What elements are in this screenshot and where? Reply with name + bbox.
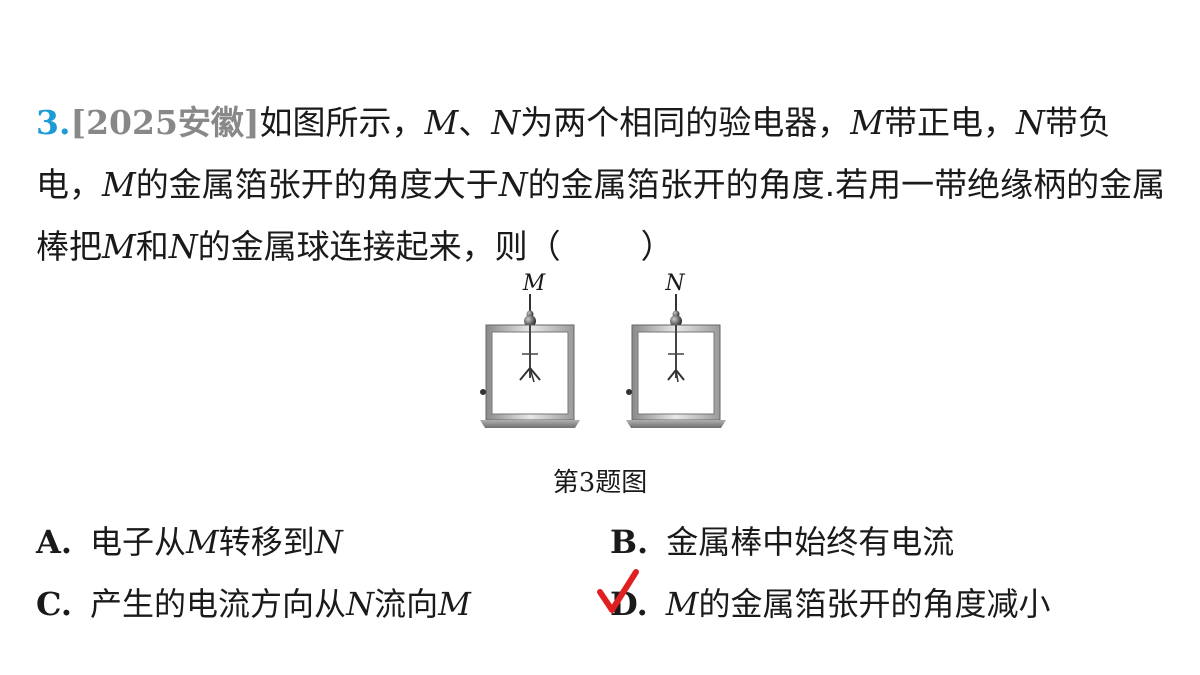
checkmark-icon xyxy=(597,569,639,613)
option-letter: C. xyxy=(36,585,73,623)
foil-leaf xyxy=(675,369,685,381)
figure-caption: 第3题图 xyxy=(552,468,648,498)
question-text: 3.[2025安徽]如图所示，M、N为两个相同的验电器，M带正电，N带负电，M的… xyxy=(36,92,1166,278)
option-text: 的金属箔张开的角度减小 xyxy=(698,585,1051,623)
label-n: N xyxy=(664,271,685,296)
option-a[interactable]: A. 电子从M转移到N xyxy=(36,522,343,562)
option-text: 流向 xyxy=(374,585,439,623)
variable-n: N xyxy=(1016,103,1045,142)
option-text: 金属棒中始终有电流 xyxy=(666,523,955,561)
variable-n: N xyxy=(168,227,198,266)
question-segment: 的金属球连接起来，则（ xyxy=(197,227,561,266)
option-b[interactable]: B. 金属棒中始终有电流 xyxy=(610,522,954,562)
question-segment: 带正电， xyxy=(884,103,1016,142)
electroscope-n: N xyxy=(626,271,726,428)
question-segment: ） xyxy=(640,227,674,266)
option-c[interactable]: C. 产生的电流方向从N流向M xyxy=(36,584,471,624)
foil-leaf xyxy=(519,367,531,381)
option-text: 转移到 xyxy=(218,523,315,561)
metal-ball xyxy=(670,315,682,327)
foil-leaf xyxy=(529,367,541,381)
variable-m: M xyxy=(102,227,136,266)
variable-m: M xyxy=(665,585,699,623)
question-source: [2025安徽] xyxy=(70,103,260,142)
option-text: 产生的电流方向从 xyxy=(90,585,347,623)
variable-m: M xyxy=(850,103,884,142)
electroscope-m: M xyxy=(480,271,580,428)
question-segment: 为两个相同的验电器， xyxy=(520,103,851,142)
variable-m: M xyxy=(185,523,219,561)
option-letter: B. xyxy=(610,523,649,561)
variable-n: N xyxy=(314,523,343,561)
question-segment: 的金属箔张开的角度.若用一带绝缘柄的金属棒把 xyxy=(36,165,1166,266)
question-number: 3. xyxy=(36,103,71,142)
variable-m: M xyxy=(102,165,136,204)
question-segment: 的金属箔张开的角度大于 xyxy=(135,165,499,204)
stand-base xyxy=(480,420,580,428)
metal-ball xyxy=(524,315,536,327)
option-text: 电子从 xyxy=(89,523,186,561)
electroscope-figure: M N xyxy=(480,271,726,428)
option-letter: A. xyxy=(36,523,72,561)
variable-n: N xyxy=(491,103,521,142)
stand-base xyxy=(626,420,726,428)
question-segment: 、 xyxy=(458,103,492,142)
label-m: M xyxy=(522,271,546,296)
question-segment: 如图所示， xyxy=(259,103,425,142)
variable-n: N xyxy=(346,585,375,623)
variable-m: M xyxy=(424,103,459,142)
question-segment: 带负电， xyxy=(36,103,1111,204)
variable-n: N xyxy=(498,165,528,204)
question-segment: 和 xyxy=(135,227,169,266)
variable-m: M xyxy=(438,585,471,623)
option-d[interactable]: D.M的金属箔张开的角度减小 xyxy=(610,584,1051,624)
foil-leaf xyxy=(667,369,677,381)
